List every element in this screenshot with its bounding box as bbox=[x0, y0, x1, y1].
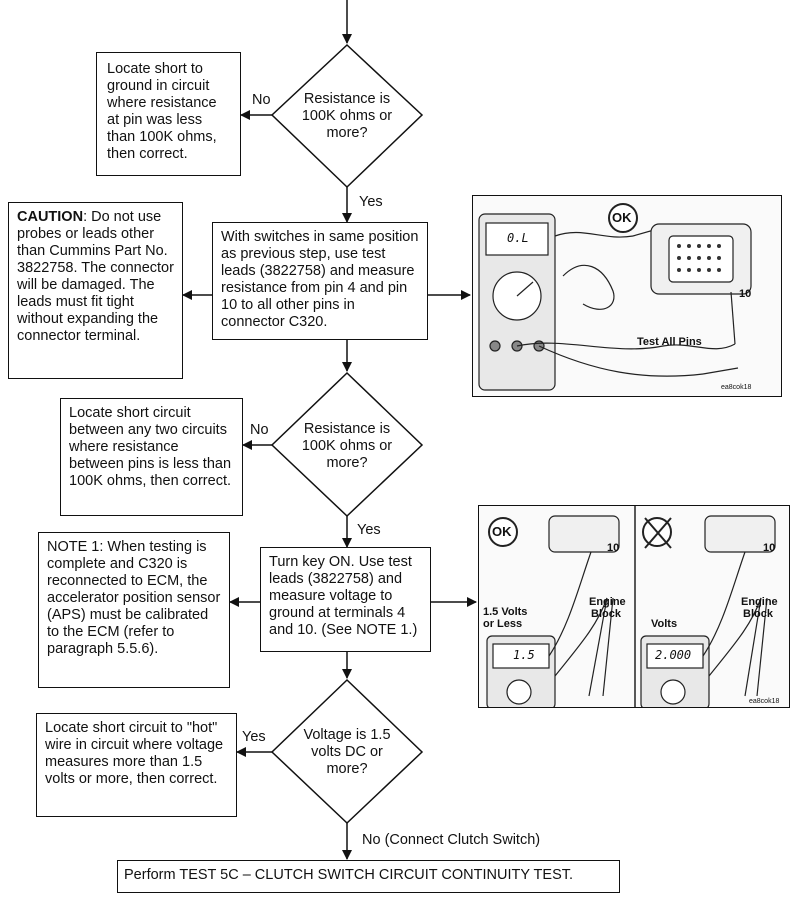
caution-box: CAUTION: Do not use probes or leads othe… bbox=[8, 202, 183, 379]
caution-label: CAUTION bbox=[17, 209, 84, 225]
resistance-test-illustration: OK 0.L 10 Test All Pins ea8cok18 bbox=[472, 195, 782, 397]
key-on-box: Turn key ON. Use test leads (3822758) an… bbox=[260, 547, 431, 652]
branch-yes-2: Yes bbox=[357, 522, 381, 538]
short-circuit-text: Locate short circuit between any two cir… bbox=[69, 405, 232, 489]
pin-10-label-right: 10 bbox=[763, 542, 776, 554]
caution-text: : Do not use probes or leads other than … bbox=[17, 209, 174, 344]
pin-10-label-left: 10 bbox=[607, 542, 620, 554]
photo2-code: ea8cok18 bbox=[749, 698, 780, 705]
ok-badge-1 bbox=[608, 203, 638, 233]
volts-left-line1: 1.5 Volts bbox=[483, 606, 528, 618]
note1-box: NOTE 1: When testing is complete and C32… bbox=[38, 532, 230, 688]
branch-yes-1: Yes bbox=[359, 194, 383, 210]
branch-yes-3: Yes bbox=[242, 729, 266, 745]
engine-block-left-2: Block bbox=[591, 608, 621, 620]
final-test-text: Perform TEST 5C – CLUTCH SWITCH CIRCUIT … bbox=[124, 867, 574, 883]
short-hot-text: Locate short circuit to "hot" wire in ci… bbox=[45, 720, 224, 787]
ok-badge-2-text: OK bbox=[492, 524, 512, 539]
decision-1-text: Resistance is 100K ohms or more? bbox=[301, 91, 393, 141]
engine-block-left-1: Engine bbox=[589, 596, 626, 608]
branch-no-2: No bbox=[250, 422, 269, 438]
engine-block-right-1: Engine bbox=[741, 596, 778, 608]
multimeter-readout-left: 1.5 bbox=[513, 648, 535, 662]
voltage-test-illustration: OK 10 1.5 Volts or Less Engine Block 1.5… bbox=[478, 505, 790, 708]
measure-resistance-box: With switches in same position as previo… bbox=[212, 222, 428, 340]
volts-left-line2: or Less bbox=[483, 618, 523, 630]
short-circuit-box: Locate short circuit between any two cir… bbox=[60, 398, 243, 516]
measure-resistance-text: With switches in same position as previo… bbox=[221, 229, 419, 330]
short-hot-box: Locate short circuit to "hot" wire in ci… bbox=[36, 713, 237, 817]
final-test-box: Perform TEST 5C – CLUTCH SWITCH CIRCUIT … bbox=[117, 860, 620, 893]
pin-10-label-1: 10 bbox=[739, 288, 752, 300]
decision-3-text: Voltage is 1.5 volts DC or more? bbox=[303, 727, 391, 777]
key-on-text: Turn key ON. Use test leads (3822758) an… bbox=[269, 554, 418, 638]
test-all-pins-caption: Test All Pins bbox=[637, 336, 702, 348]
photo1-code: ea8cok18 bbox=[721, 384, 752, 391]
engine-block-right-2: Block bbox=[743, 608, 773, 620]
volts-right: Volts bbox=[651, 618, 678, 630]
note1-text: NOTE 1: When testing is complete and C32… bbox=[47, 539, 221, 657]
multimeter-readout-1: 0.L bbox=[507, 231, 529, 245]
branch-no-1: No bbox=[252, 92, 271, 108]
decision-2-text: Resistance is 100K ohms or more? bbox=[301, 421, 393, 471]
ok-badge-1-text: OK bbox=[612, 210, 632, 225]
ok-badge-2 bbox=[488, 517, 518, 547]
multimeter-display bbox=[485, 222, 549, 256]
short-to-ground-box: Locate short to ground in circuit where … bbox=[96, 52, 241, 176]
short-to-ground-text: Locate short to ground in circuit where … bbox=[107, 61, 217, 162]
branch-no-3: No (Connect Clutch Switch) bbox=[362, 832, 541, 848]
multimeter-readout-right: 2.000 bbox=[655, 648, 692, 662]
